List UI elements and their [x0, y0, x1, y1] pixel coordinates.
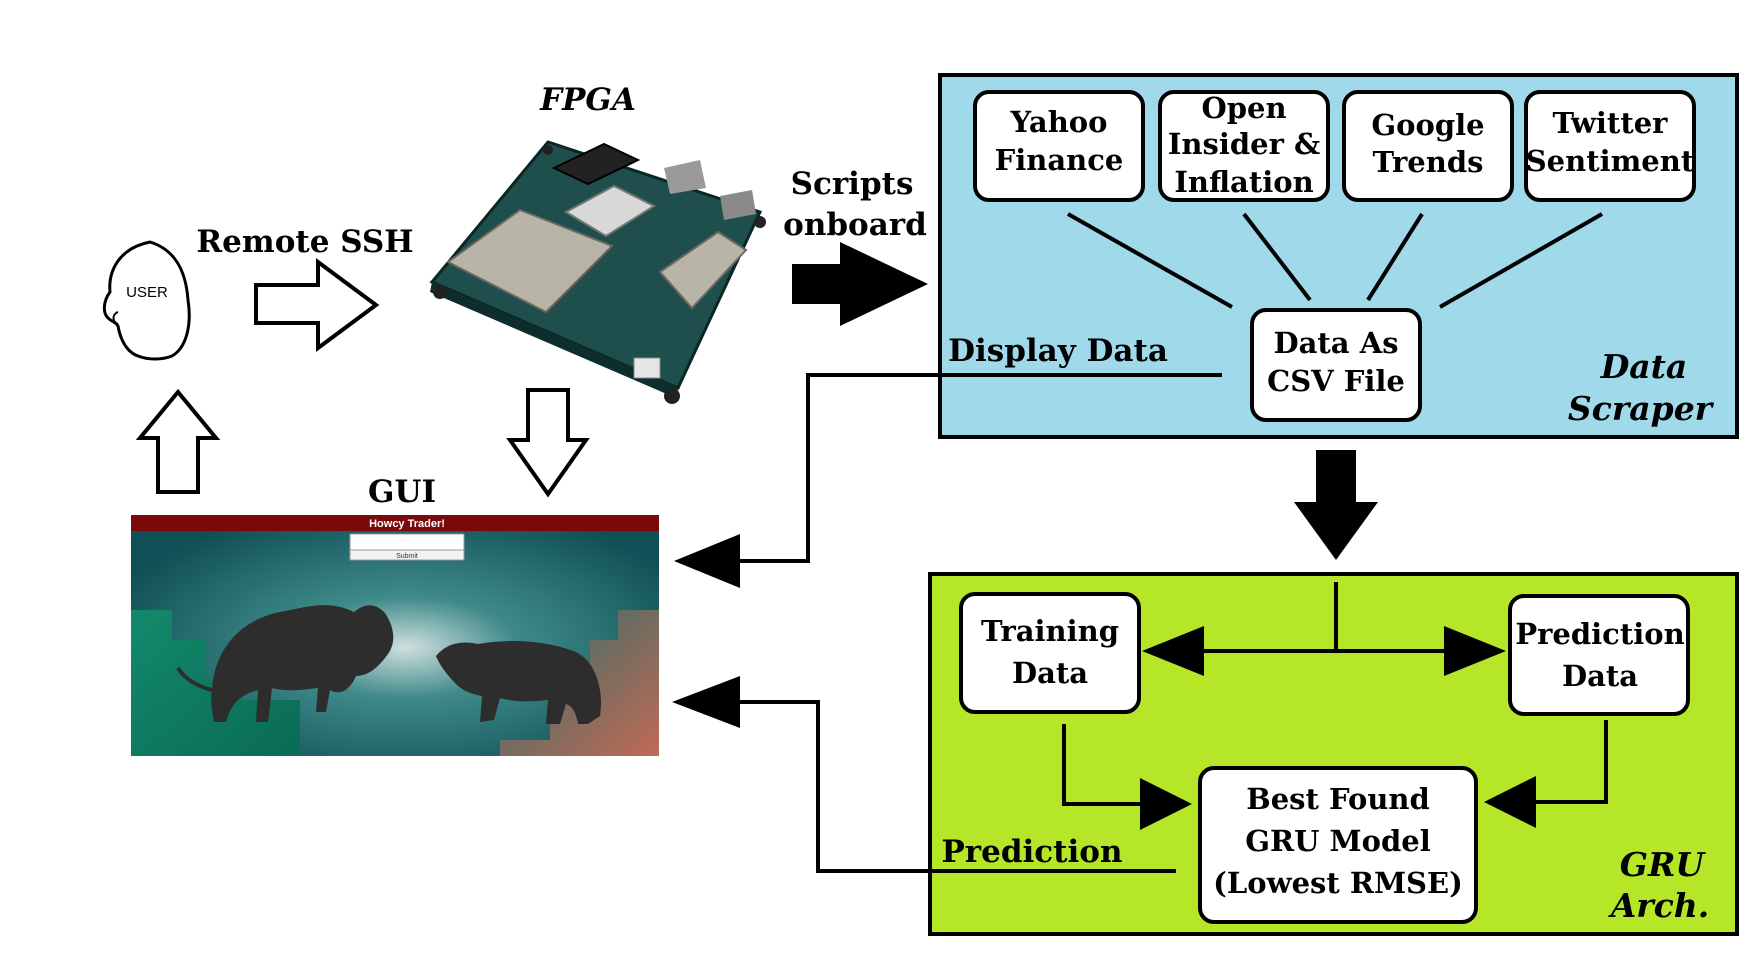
prediction-data-line-2: Data: [1562, 659, 1638, 693]
csv-output-box: Data As CSV File: [1250, 308, 1422, 422]
prediction-line: [712, 700, 1176, 873]
best-gru-model-box: Best Found GRU Model (Lowest RMSE): [1198, 766, 1478, 924]
scripts-onboard-label-1: Scripts: [791, 166, 914, 202]
source-connectors: [1067, 212, 1603, 309]
gru-arch-title-1: GRU: [1620, 845, 1707, 884]
scripts-onboard-label-2: onboard: [783, 207, 927, 243]
csv-output-line-2: CSV File: [1267, 364, 1405, 398]
source-open-insider: Open Insider & Inflation: [1158, 90, 1330, 202]
gui-submit-label: Submit: [396, 553, 418, 560]
source-open-insider-line-2: Insider &: [1168, 127, 1320, 161]
gui-submit-button[interactable]: [349, 549, 465, 561]
model-line-1: Best Found: [1246, 782, 1430, 816]
user-head-icon: USER: [102, 240, 191, 361]
source-twitter-line-1: Twitter: [1553, 106, 1669, 140]
source-open-insider-line-1: Open: [1201, 91, 1286, 125]
gui-screenshot: Howcy Trader! Submit: [131, 515, 659, 756]
source-google-trends: Google Trends: [1342, 90, 1514, 202]
data-scraper-title-2: Scraper: [1568, 389, 1715, 428]
source-twitter-line-2: Sentiment: [1526, 144, 1695, 178]
training-data-line-2: Data: [1012, 656, 1088, 690]
prediction-to-model-line: [1526, 720, 1608, 804]
display-data-arrowhead: [674, 534, 740, 588]
prediction-arrowhead: [672, 676, 740, 728]
gui-app-title: Howcy Trader!: [369, 518, 445, 530]
source-yahoo-line-1: Yahoo: [1009, 105, 1107, 139]
gui-label: GUI: [368, 474, 436, 510]
training-data-line-1: Training: [981, 614, 1119, 648]
source-open-insider-line-3: Inflation: [1174, 165, 1313, 199]
fpga-board-image: [429, 140, 766, 404]
source-twitter-sentiment: Twitter Sentiment: [1524, 90, 1696, 202]
prediction-to-model-arrowhead: [1484, 776, 1536, 828]
source-google-line-2: Trends: [1373, 145, 1484, 179]
gru-arch-title-2: Arch.: [1608, 886, 1710, 925]
data-scraper-title-1: Data: [1600, 347, 1688, 386]
training-to-model-line: [1062, 724, 1150, 806]
remote-ssh-label: Remote SSH: [196, 224, 413, 260]
prediction-data-line-1: Prediction: [1515, 617, 1684, 651]
scripts-onboard-arrow: [792, 242, 928, 326]
model-line-3: (Lowest RMSE): [1213, 866, 1463, 900]
display-data-line: [712, 373, 1222, 563]
training-to-model-arrowhead: [1140, 778, 1192, 830]
model-line-2: GRU Model: [1245, 824, 1430, 858]
scraper-to-gru-arrow: [1294, 450, 1378, 560]
prediction-label: Prediction: [941, 834, 1122, 870]
display-data-label: Display Data: [948, 333, 1168, 369]
remote-ssh-arrow: [254, 258, 380, 352]
gui-input-field[interactable]: [349, 533, 465, 551]
user-label: USER: [126, 284, 168, 301]
gui-to-user-arrow: [135, 388, 221, 494]
fpga-label: FPGA: [539, 82, 636, 118]
csv-output-line-1: Data As: [1273, 326, 1398, 360]
source-yahoo-line-2: Finance: [995, 143, 1124, 177]
source-yahoo-finance: Yahoo Finance: [973, 90, 1145, 202]
prediction-data-box: Prediction Data: [1508, 594, 1690, 716]
training-data-box: Training Data: [959, 592, 1141, 714]
fpga-to-gui-arrow: [506, 388, 590, 498]
source-google-line-1: Google: [1371, 108, 1484, 142]
split-connector: [1142, 582, 1506, 676]
